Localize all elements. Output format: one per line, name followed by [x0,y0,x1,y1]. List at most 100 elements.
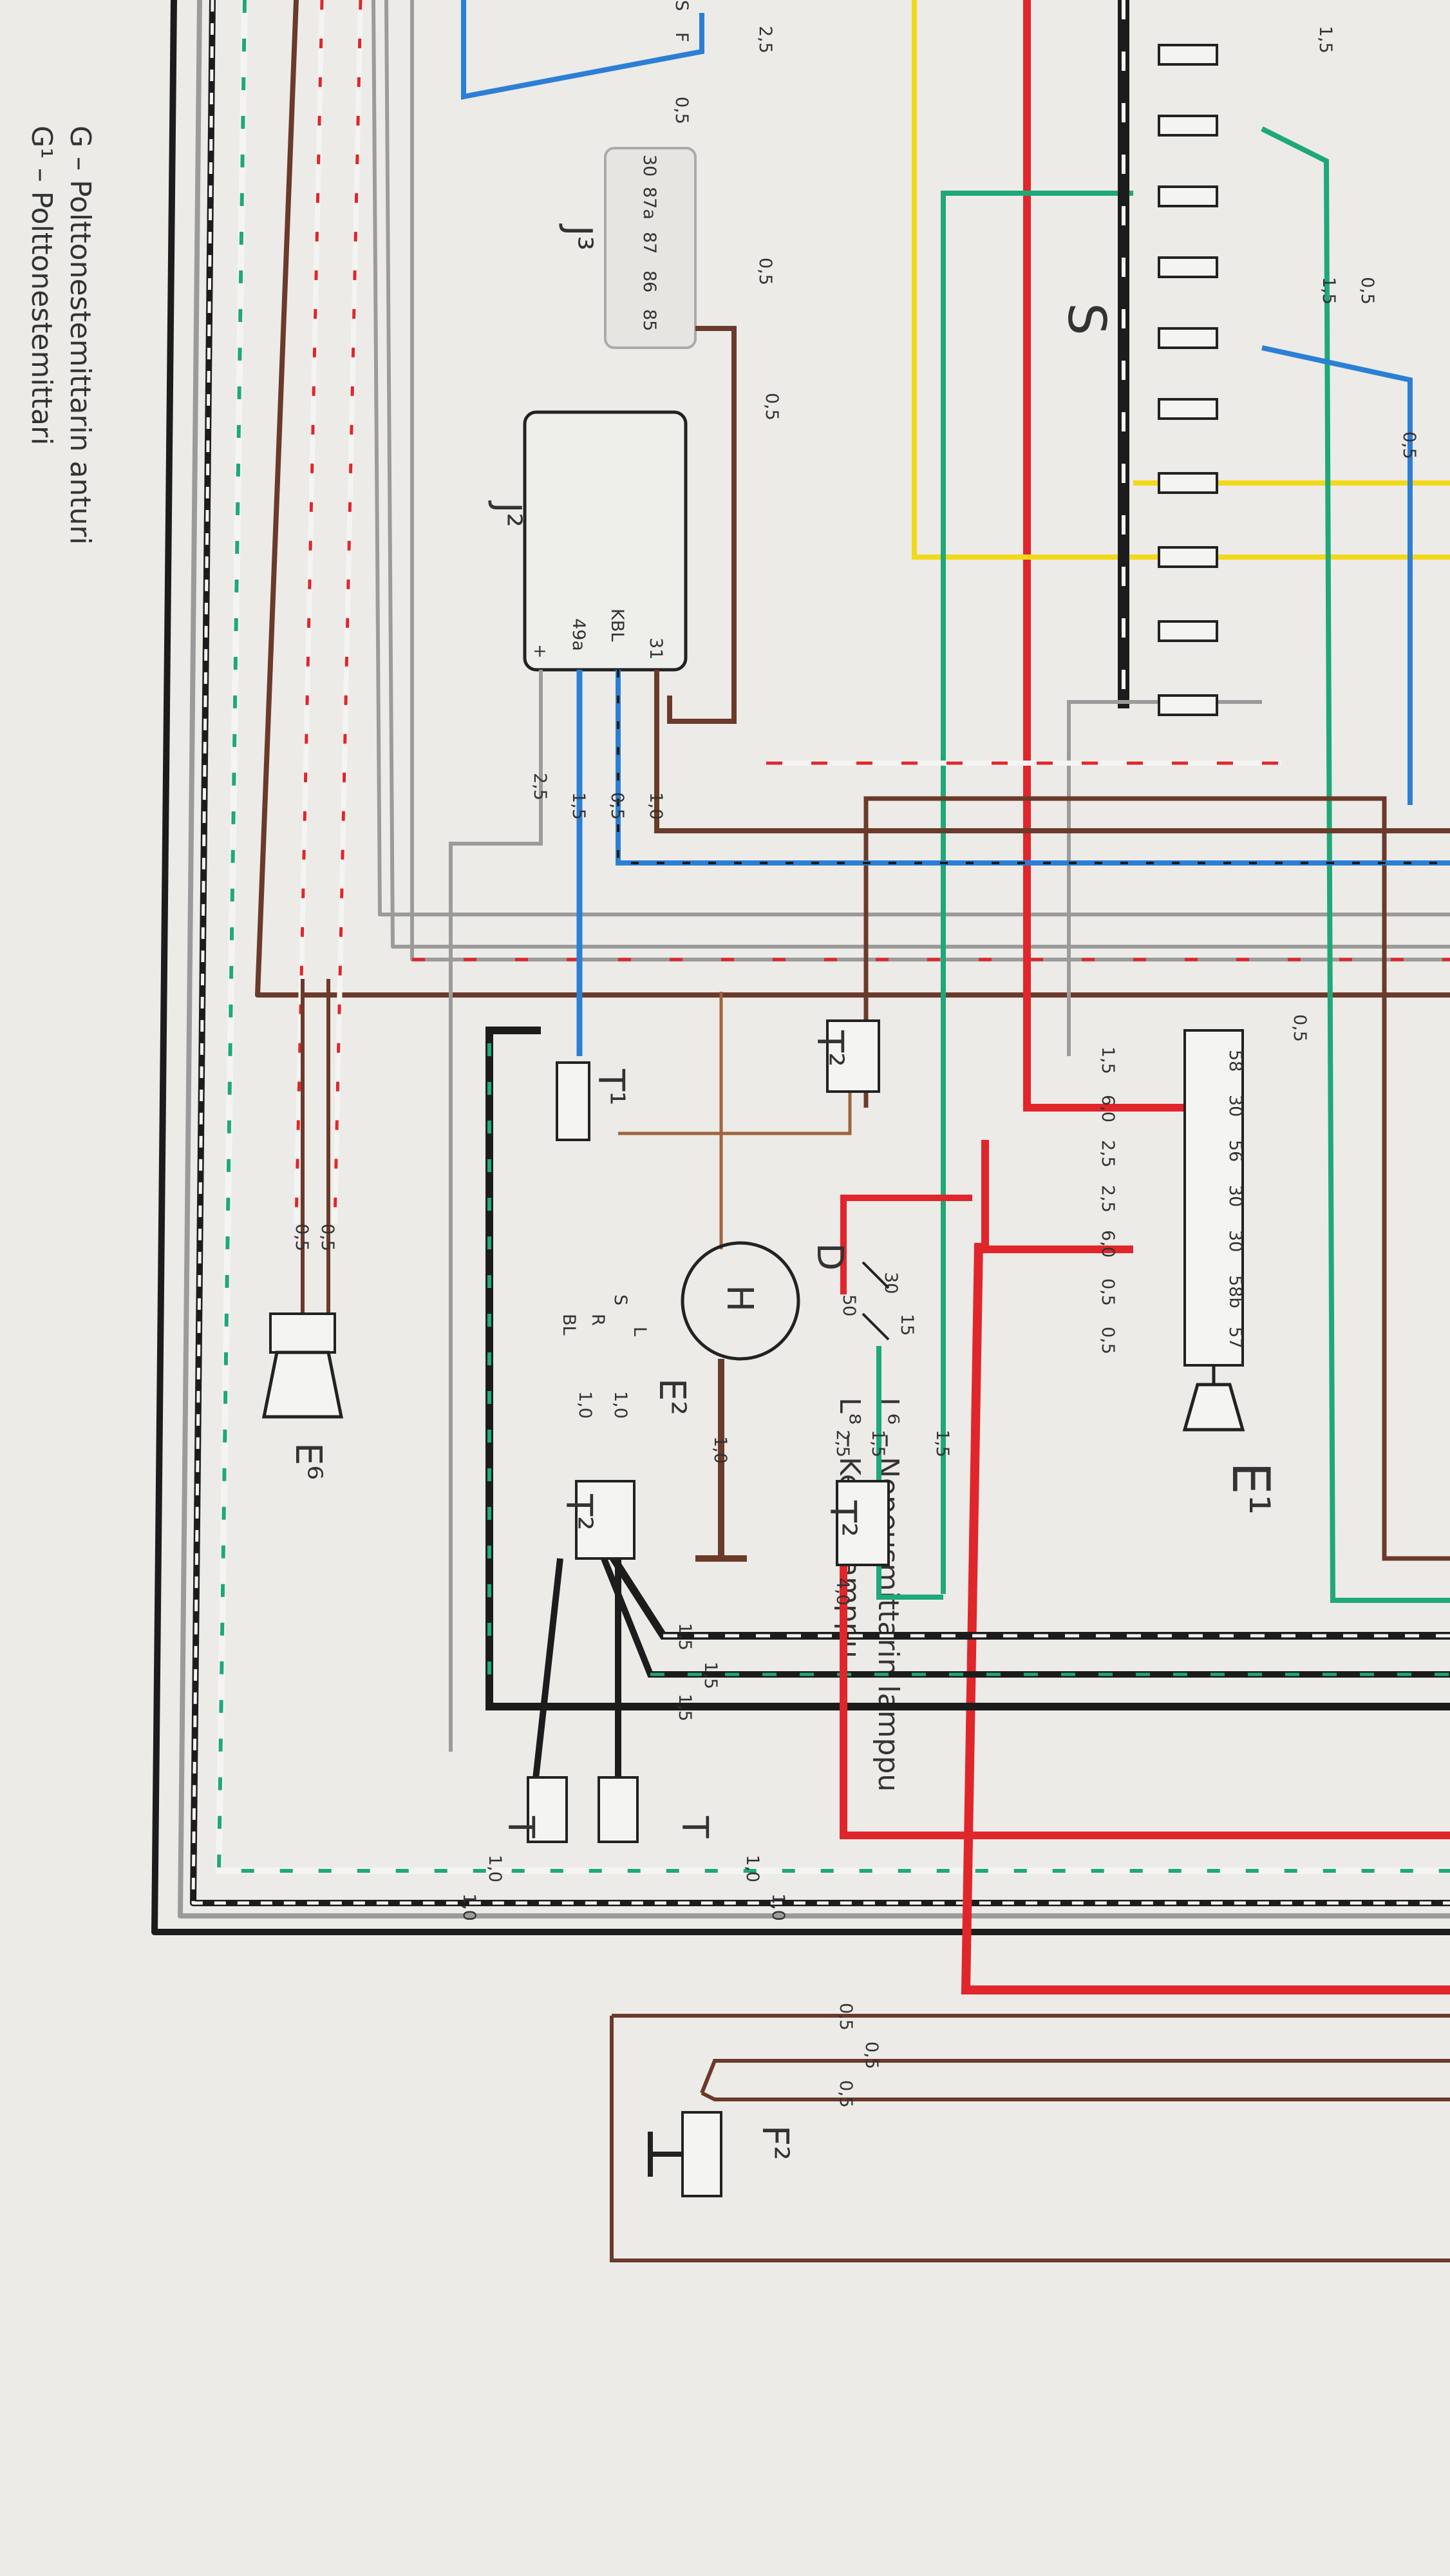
connector-t2-d-label: T² [822,1500,863,1537]
wire-black-2 [596,1544,1450,1678]
label-f2-a: 0,5 [836,2003,856,2031]
ignition-switch-d: D 30 50 15 [809,1243,917,1341]
j3-pin-30: 30 [639,155,659,176]
relay-j3-label: J³ [558,223,599,251]
e2-pin-r: R [588,1314,608,1326]
j3-pin-87a: 87a [639,187,659,220]
wire-brown-f2-b [700,2059,1450,2101]
wire-black-t [531,1558,621,1791]
wire-brown-long [255,0,1450,998]
label-t-a: 1,0 [485,1855,505,1882]
label-e6-b: 0,5 [317,1224,337,1251]
label-j2-plus: 2,5 [530,773,550,800]
label-j2-31: 1,0 [646,792,666,820]
e1-pin-30c: 30 [1225,1230,1245,1252]
switch-e2-h-label: H [719,1285,760,1312]
flasher-j2: J² + 49a KBL 31 [449,410,1450,1752]
relay-top-s: S [672,0,692,11]
label-e6-a: 0,5 [292,1224,312,1251]
wire-black-white [190,0,1450,1906]
wire-grey-j2-plus [449,670,543,1752]
switch-f2-label: F² [754,2125,796,2161]
label-black-2: 1,5 [701,1662,720,1689]
e2-pin-l: L [630,1327,650,1336]
fuse-box-wires [766,0,1450,1994]
e1-pin-30a: 30 [1225,1095,1245,1117]
switch-e2-lever [695,1359,747,1562]
legend-g1: G¹ – Polttonestemittari [25,126,58,445]
switch-e2-dial [681,1241,800,1361]
e1-pin-57: 57 [1225,1327,1245,1349]
j2-pin-49a: 49a [569,618,588,651]
j2-pin-kbl: KBL [607,609,627,641]
wire-blue-black-j2-dash [617,670,1450,864]
label-green-long: 1,5 [932,1430,952,1457]
wire-blue-j3 [461,0,704,100]
connector-t1-label: T¹ [590,1068,632,1106]
wire-red-main [1023,0,1185,1112]
j2-pin-plus: + [530,644,550,659]
label-e1-w3: 2,5 [1098,1140,1118,1168]
label-t-c: 1,0 [742,1855,762,1882]
connector-t-right-label: T [673,1815,715,1839]
fuse-6 [1158,398,1218,420]
wire-brown-e6 [301,979,330,1314]
e1-pin-58: 58 [1225,1050,1245,1072]
flasher-j2-body [523,410,688,672]
wire-red-e1 [981,1140,1133,1253]
label-j2-kbl: 0,5 [607,792,627,820]
label-fuse-1: 1,5 [1315,26,1335,53]
fuse-1 [1158,44,1218,66]
j2-pin-31: 31 [646,638,666,659]
e2-pin-s: S [610,1294,630,1305]
wire-grey-outer [178,0,1450,1918]
label-fuse-3: 0,5 [1357,277,1377,305]
wire-red-d [840,1195,972,1294]
label-e1-w6: 0,5 [1098,1278,1118,1306]
label-black-3: 1,5 [675,1694,695,1721]
wire-black-white-dash [191,0,1450,1905]
label-relay-c: 0,5 [755,258,775,285]
connector-t1 [556,1061,590,1141]
wire-black-outer [151,0,1450,1935]
label-relay-b: 2,5 [755,26,775,53]
wire-green-right [1261,126,1450,1603]
switch-e6-knob [261,1350,344,1419]
label-e1-w4: 2,5 [1098,1185,1118,1213]
fuse-7 [1158,472,1218,494]
fuse-box: S [1057,44,1218,716]
label-e1-w1: 1,5 [1098,1046,1118,1074]
j3-pin-86: 86 [639,270,659,292]
legend-g: G – Polttonestemittarin anturi [64,126,97,545]
fuse-3 [1158,185,1218,207]
ignition-d-contacts [862,1261,890,1341]
switch-f2-body [681,2111,722,2197]
wire-white-green-dash [217,0,1450,1873]
switch-e2-label: E² [651,1378,693,1416]
label-f2-c: 0,5 [836,2080,856,2108]
wire-brown-j3 [667,326,737,724]
label-t-d: 1,0 [768,1893,788,1921]
fuse-8 [1158,546,1218,568]
switch-f2: F² [648,2111,796,2197]
label-relay-a: 0,5 [672,97,692,124]
wire-green-d [876,1346,943,1600]
label-e1-w5: 6,0 [1098,1230,1118,1258]
relay-j3: J³ 30 87a 87 86 85 S F [461,0,737,724]
connector-t2-top-label: T² [809,1030,851,1067]
fuse-4 [1158,256,1218,278]
label-e2-b: 1,0 [610,1391,630,1419]
wire-blue-right [1261,345,1413,805]
fuse-5 [1158,327,1218,349]
switch-e1-body [1183,1029,1244,1367]
switch-area-wires [301,979,1450,2262]
switch-e6-plug [269,1312,336,1354]
connector-t2-mid [575,1480,636,1560]
wire-brown-j2-31 [654,670,1450,833]
e1-pin-58b: 58b [1225,1275,1245,1309]
left-bus-wires [151,0,1450,1935]
label-e1-w2: 6,0 [1098,1095,1118,1122]
wire-black-green-left [485,1027,1450,1710]
j3-pin-87: 87 [639,232,659,254]
